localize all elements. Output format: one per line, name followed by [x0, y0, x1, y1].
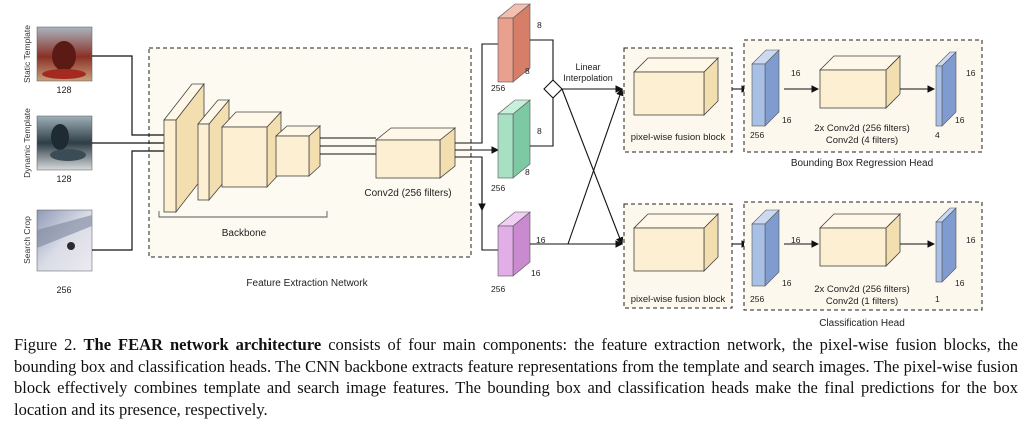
bbox-in-dim-c: 256	[750, 130, 764, 140]
conv2d-block	[374, 127, 457, 179]
backbone-block-1	[163, 82, 205, 214]
bbox-head-label: Bounding Box Regression Head	[791, 158, 933, 169]
backbone-label: Backbone	[222, 228, 267, 239]
linear-interp-label-1: Linear	[575, 62, 600, 72]
bbox-conv-label-2: Conv2d (4 filters)	[826, 135, 898, 146]
cls-in-dim-c: 256	[750, 294, 764, 304]
cls-out-dim-b: 16	[955, 278, 965, 288]
caption-body: consists of four main components: the fe…	[14, 335, 1018, 419]
feature-extraction-label: Feature Extraction Network	[246, 278, 368, 289]
cls-head-label: Classification Head	[819, 318, 905, 329]
bbox-head-input-map	[751, 49, 780, 127]
conv-output-connectors	[455, 43, 500, 251]
cls-out-dim-a: 16	[966, 235, 976, 245]
cls-head-conv-block	[819, 213, 901, 267]
purple-dim-mid: 16	[531, 268, 541, 278]
static-template-label: Static Template	[22, 25, 32, 83]
red-dim-right: 8	[525, 66, 530, 76]
cls-in-dim-b: 16	[782, 278, 792, 288]
feature-map-red	[497, 3, 531, 83]
cls-conv-label-2: Conv2d (1 filters)	[826, 296, 898, 307]
dynamic-template-size: 128	[56, 174, 71, 184]
cls-head-input-map	[751, 209, 780, 287]
fusion-label-top: pixel-wise fusion block	[631, 132, 726, 143]
search-crop-image	[36, 209, 93, 272]
linear-interp-node	[543, 79, 563, 99]
linear-interp-label-2: Interpolation	[563, 73, 613, 83]
backbone-block-4	[274, 125, 322, 177]
backbone-to-conv-lines	[320, 137, 376, 155]
conv2d-label: Conv2d (256 filters)	[364, 188, 451, 199]
bbox-out-dim-a: 16	[966, 68, 976, 78]
fusion-block-top	[633, 57, 719, 116]
caption-bold-title: The FEAR network architecture	[83, 335, 322, 354]
dynamic-template-label: Dynamic Template	[22, 108, 32, 178]
caption-prefix: Figure 2.	[14, 335, 84, 354]
search-crop-size: 256	[56, 285, 71, 295]
cls-conv-label-1: 2x Conv2d (256 filters)	[814, 284, 910, 295]
static-template-size: 128	[56, 85, 71, 95]
dynamic-template-image	[36, 115, 93, 171]
fusion-block-bottom	[633, 213, 719, 272]
purple-dim-bottom: 256	[491, 284, 505, 294]
green-dim-top: 8	[537, 126, 542, 136]
bbox-in-dim-a: 16	[791, 68, 801, 78]
backbone-brace	[158, 211, 328, 218]
fusion-label-bottom: pixel-wise fusion block	[631, 294, 726, 305]
cls-out-dim-c: 1	[935, 294, 940, 304]
architecture-diagram: Static Template Dynamic Template Search …	[22, 3, 983, 329]
input-connectors	[92, 55, 164, 251]
feature-map-green	[497, 99, 531, 179]
green-dim-right: 8	[525, 167, 530, 177]
purple-dim-right: 16	[536, 235, 546, 245]
green-dim-bottom: 256	[491, 183, 505, 193]
figure-caption: Figure 2. The FEAR network architecture …	[14, 334, 1018, 420]
fusion-connectors	[530, 85, 624, 248]
search-crop-label: Search Crop	[22, 216, 32, 264]
backbone-block-3	[221, 110, 282, 189]
bbox-in-dim-b: 16	[782, 115, 792, 125]
cls-head-output-map	[935, 207, 957, 283]
cls-in-dim-a: 16	[791, 235, 801, 245]
feature-map-purple	[497, 211, 531, 277]
bbox-out-dim-c: 4	[935, 130, 940, 140]
red-dim-bottom: 256	[491, 83, 505, 93]
static-template-image	[36, 26, 93, 82]
bbox-out-dim-b: 16	[955, 115, 965, 125]
bbox-head-output-map	[935, 51, 957, 127]
interp-connectors	[530, 39, 554, 147]
red-dim-top: 8	[537, 20, 542, 30]
bbox-conv-label-1: 2x Conv2d (256 filters)	[814, 123, 910, 134]
bbox-head-conv-block	[819, 55, 901, 109]
